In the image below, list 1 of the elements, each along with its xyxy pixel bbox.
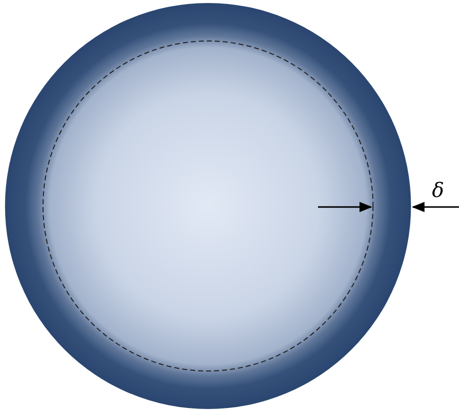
thickness-symbol: δ — [432, 180, 444, 200]
